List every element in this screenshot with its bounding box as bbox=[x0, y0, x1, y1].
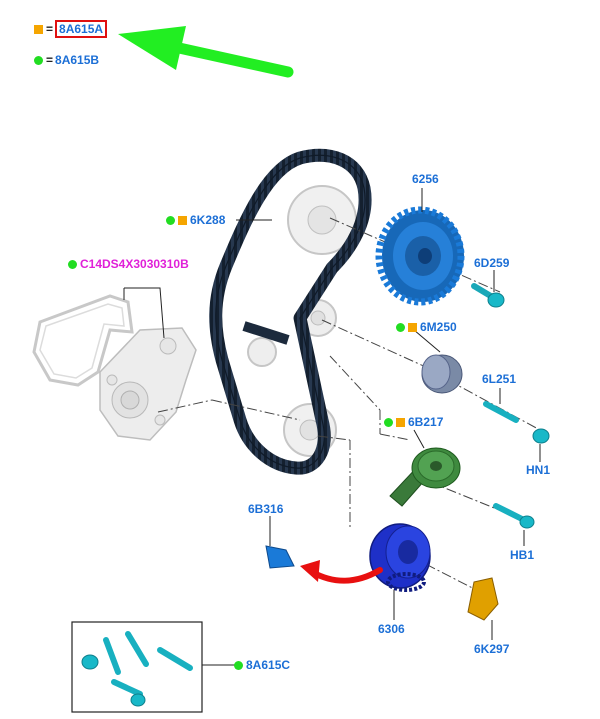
exploded-centerlines bbox=[157, 217, 541, 597]
green-dot-marker bbox=[396, 323, 405, 332]
green-dot-marker bbox=[384, 418, 393, 427]
belt-guide bbox=[467, 577, 499, 621]
label-guide: 6K297 bbox=[474, 642, 510, 656]
label-tensioner: 6B217 bbox=[384, 415, 443, 429]
label-belt: 6K288 bbox=[166, 213, 225, 227]
label-cam-sprocket: 6256 bbox=[412, 172, 439, 186]
belt-tensioner bbox=[389, 447, 461, 507]
bolt-kit-box bbox=[71, 621, 236, 713]
legend-row-2: =8A615B bbox=[34, 53, 99, 67]
crankshaft-sprocket bbox=[369, 523, 431, 592]
green-dot-marker bbox=[166, 216, 175, 225]
water-pump bbox=[99, 327, 197, 441]
sensor-6B316 bbox=[265, 545, 295, 569]
label-bolt-kit: 8A615C bbox=[234, 658, 290, 672]
orange-square-marker bbox=[408, 323, 417, 332]
label-pump-kit: C14DS4X3030310B bbox=[68, 257, 189, 271]
label-leaders bbox=[236, 188, 541, 640]
label-idler: 6M250 bbox=[396, 320, 457, 334]
green-dot-marker bbox=[34, 56, 43, 65]
legend-code-2: 8A615B bbox=[55, 53, 100, 67]
green-dot-marker bbox=[68, 260, 77, 269]
direction-arrow bbox=[300, 560, 383, 584]
label-nut: HN1 bbox=[526, 463, 551, 477]
orange-square-marker bbox=[396, 418, 405, 427]
nut-HN1 bbox=[532, 428, 550, 444]
label-stud: 6L251 bbox=[482, 372, 517, 386]
legend-code-1: 8A615A bbox=[55, 20, 108, 38]
label-sensor: 6B316 bbox=[248, 502, 284, 516]
camshaft-bolt bbox=[471, 283, 505, 308]
orange-square-marker bbox=[178, 216, 187, 225]
timing-belt bbox=[209, 148, 372, 475]
pointer-arrow bbox=[118, 26, 294, 78]
pump-leader-lines bbox=[123, 287, 165, 339]
label-tensioner-bolt: HB1 bbox=[510, 548, 535, 562]
green-dot-marker bbox=[234, 661, 243, 670]
label-cam-bolt: 6D259 bbox=[474, 256, 510, 270]
idler-pulley bbox=[421, 354, 463, 394]
tensioner-bolt bbox=[493, 503, 535, 529]
gasket bbox=[32, 294, 134, 387]
stud-6L251 bbox=[483, 401, 519, 423]
legend-row-1: =8A615A bbox=[34, 20, 108, 38]
orange-square-marker bbox=[34, 25, 43, 34]
camshaft-sprocket bbox=[375, 206, 465, 306]
label-crank-sprocket: 6306 bbox=[378, 622, 405, 636]
